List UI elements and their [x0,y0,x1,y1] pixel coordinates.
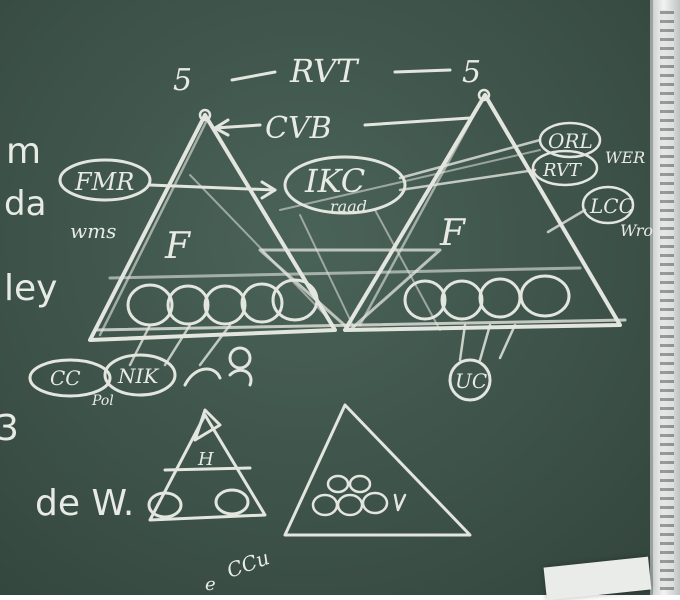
small-circle [228,346,252,370]
text-nik: NIK [117,364,159,388]
cross-line-1 [279,149,541,211]
fmr-ellipse [58,158,152,202]
base-line [93,318,627,332]
upper-band-line [108,266,582,280]
left-down-lines [128,323,232,367]
text-rvt: RVT [289,52,360,90]
text-bottom-e: e [205,574,216,595]
right-circle-2 [440,279,484,321]
left-triangle-double-stroke [98,116,210,337]
bottom-large-triangle [283,403,472,537]
right-circle-3 [478,277,522,319]
left-circle-5 [271,278,319,322]
right-triangle-double-stroke [358,98,484,327]
middle-inverted-triangle [258,248,442,332]
bottom-circle-5 [348,474,372,494]
small-triangle-circle-right [214,488,250,516]
left-triangle [88,113,337,342]
cvb-arrow-left [213,123,262,130]
text-h: H [197,449,214,470]
text-f-left: F [164,226,192,267]
text-bottom-scribble: CCu [224,545,273,582]
text-5-left: 5 [173,63,192,98]
fmr-to-ikc-arrowhead [260,180,277,200]
small-triangle-tip [193,408,222,442]
text-5-right: 5 [462,55,481,90]
ikc-ellipse [283,155,407,215]
text-wro: Wro [620,221,653,240]
lcc-connector [546,208,587,234]
cvb-line-right [363,116,472,127]
cvb-arrowhead [213,118,230,137]
right-circle-4 [519,274,571,318]
cross-line-2 [299,214,356,331]
top-dash-left [230,70,277,82]
text-cc: CC [50,366,81,390]
right-down-lines [458,323,517,362]
lcc-ellipse [581,185,635,225]
text-lcc: LCC [589,194,634,218]
right-triangle [343,93,622,332]
text-pol: Pol [91,393,114,409]
small-triangle-circle-left [147,491,183,519]
text-wms: wms [70,219,116,243]
text-wer: WER [605,148,645,167]
text-orl: ORL [548,129,593,153]
text-cvb: CVB [265,111,332,146]
text-raad: raad [330,197,367,216]
text-margin-m: m [6,131,41,172]
left-circle-1 [126,283,174,327]
small-triangle-band [163,466,252,472]
ikc-to-orl-line [398,138,542,180]
text-margin-da: da [4,184,46,224]
ikc-to-rvt-line [398,168,537,192]
left-apex-node [198,108,212,122]
right-apex-node [477,88,491,102]
nik-ellipse [103,353,177,397]
text-margin-3: 3 [0,408,19,449]
cross-line-4 [189,174,331,321]
radiator-grille [660,10,674,590]
text-fmr: FMR [74,168,134,196]
left-circle-2 [166,284,210,326]
top-dash-right [393,68,452,74]
text-rvt-small: RVT [542,160,583,181]
cross-line-3 [374,209,441,331]
cc-ellipse [28,358,112,398]
bottom-circle-3 [361,491,389,515]
bottom-circle-1 [311,493,339,517]
trailing-squiggles [183,367,253,387]
left-circle-3 [203,284,247,326]
text-f-right: F [439,213,467,254]
small-h-triangle [148,413,267,522]
text-margin-ley: ley [4,268,57,309]
text-ikc: IKC [304,162,365,200]
left-circle-4 [240,282,284,324]
bottom-circle-2 [336,493,364,517]
text-uc: UC [455,369,487,393]
right-circle-1 [403,279,447,321]
rvt-small-ellipse [531,149,599,187]
text-de-w: de W. [35,483,134,524]
bottom-circle-4 [326,474,350,494]
bottom-v-mark [393,493,407,512]
uc-circle [448,358,492,402]
fmr-to-ikc-line [148,183,277,192]
